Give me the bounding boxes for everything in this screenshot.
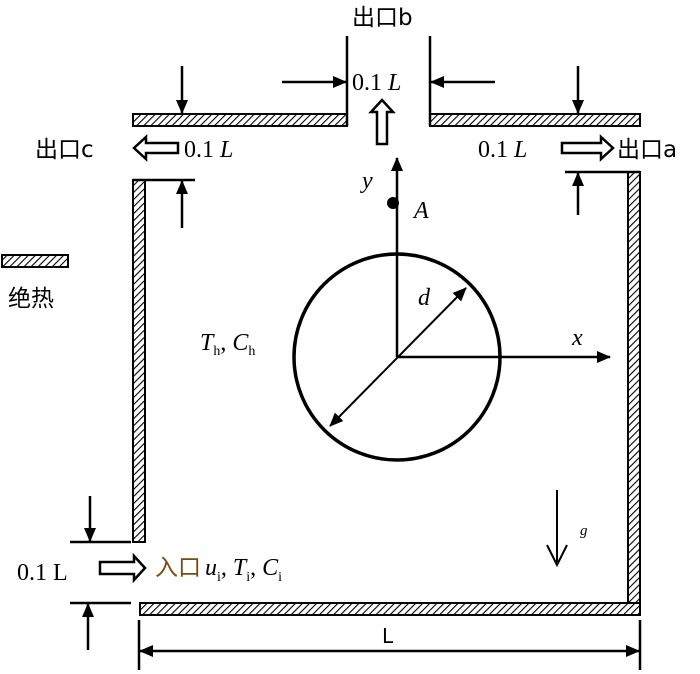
outflow-arrow-c bbox=[132, 134, 180, 162]
x-axis-label: x bbox=[571, 325, 583, 351]
outlet-a-label: 出口a bbox=[617, 137, 677, 163]
diameter-arrow bbox=[329, 287, 467, 427]
outlet-c-label: 出口c bbox=[35, 137, 94, 163]
outflow-arrow-a bbox=[560, 134, 615, 162]
adiabatic-walls bbox=[1, 113, 641, 616]
top-wall-left bbox=[132, 113, 348, 127]
outlet-a-width-label: 0.1 L bbox=[478, 137, 527, 163]
length-label: L bbox=[382, 624, 394, 648]
right-wall bbox=[627, 171, 641, 615]
inlet-width-label: 0.1 L bbox=[17, 560, 68, 586]
adiabatic-legend-label: 绝热 bbox=[8, 286, 54, 312]
y-axis-label: y bbox=[360, 168, 373, 194]
outflow-arrow-b bbox=[368, 98, 396, 146]
top-wall-right bbox=[429, 113, 641, 127]
diameter-label: d bbox=[418, 285, 431, 311]
inflow-arrow bbox=[98, 552, 147, 584]
left-wall bbox=[132, 179, 146, 543]
outlet-c-width-label: 0.1 L bbox=[184, 137, 233, 163]
point-a-marker bbox=[387, 197, 399, 209]
cylinder-conditions-label: Th, Ch bbox=[200, 330, 255, 359]
outlet-b-label: 出口b bbox=[352, 5, 413, 31]
bottom-wall bbox=[139, 602, 641, 616]
gravity-label: g bbox=[580, 523, 588, 539]
gravity-arrow-icon bbox=[546, 544, 568, 568]
legend-hatch-swatch bbox=[1, 254, 69, 268]
point-a-label: A bbox=[412, 198, 429, 224]
outlet-b-width-label: 0.1 L bbox=[352, 70, 401, 96]
